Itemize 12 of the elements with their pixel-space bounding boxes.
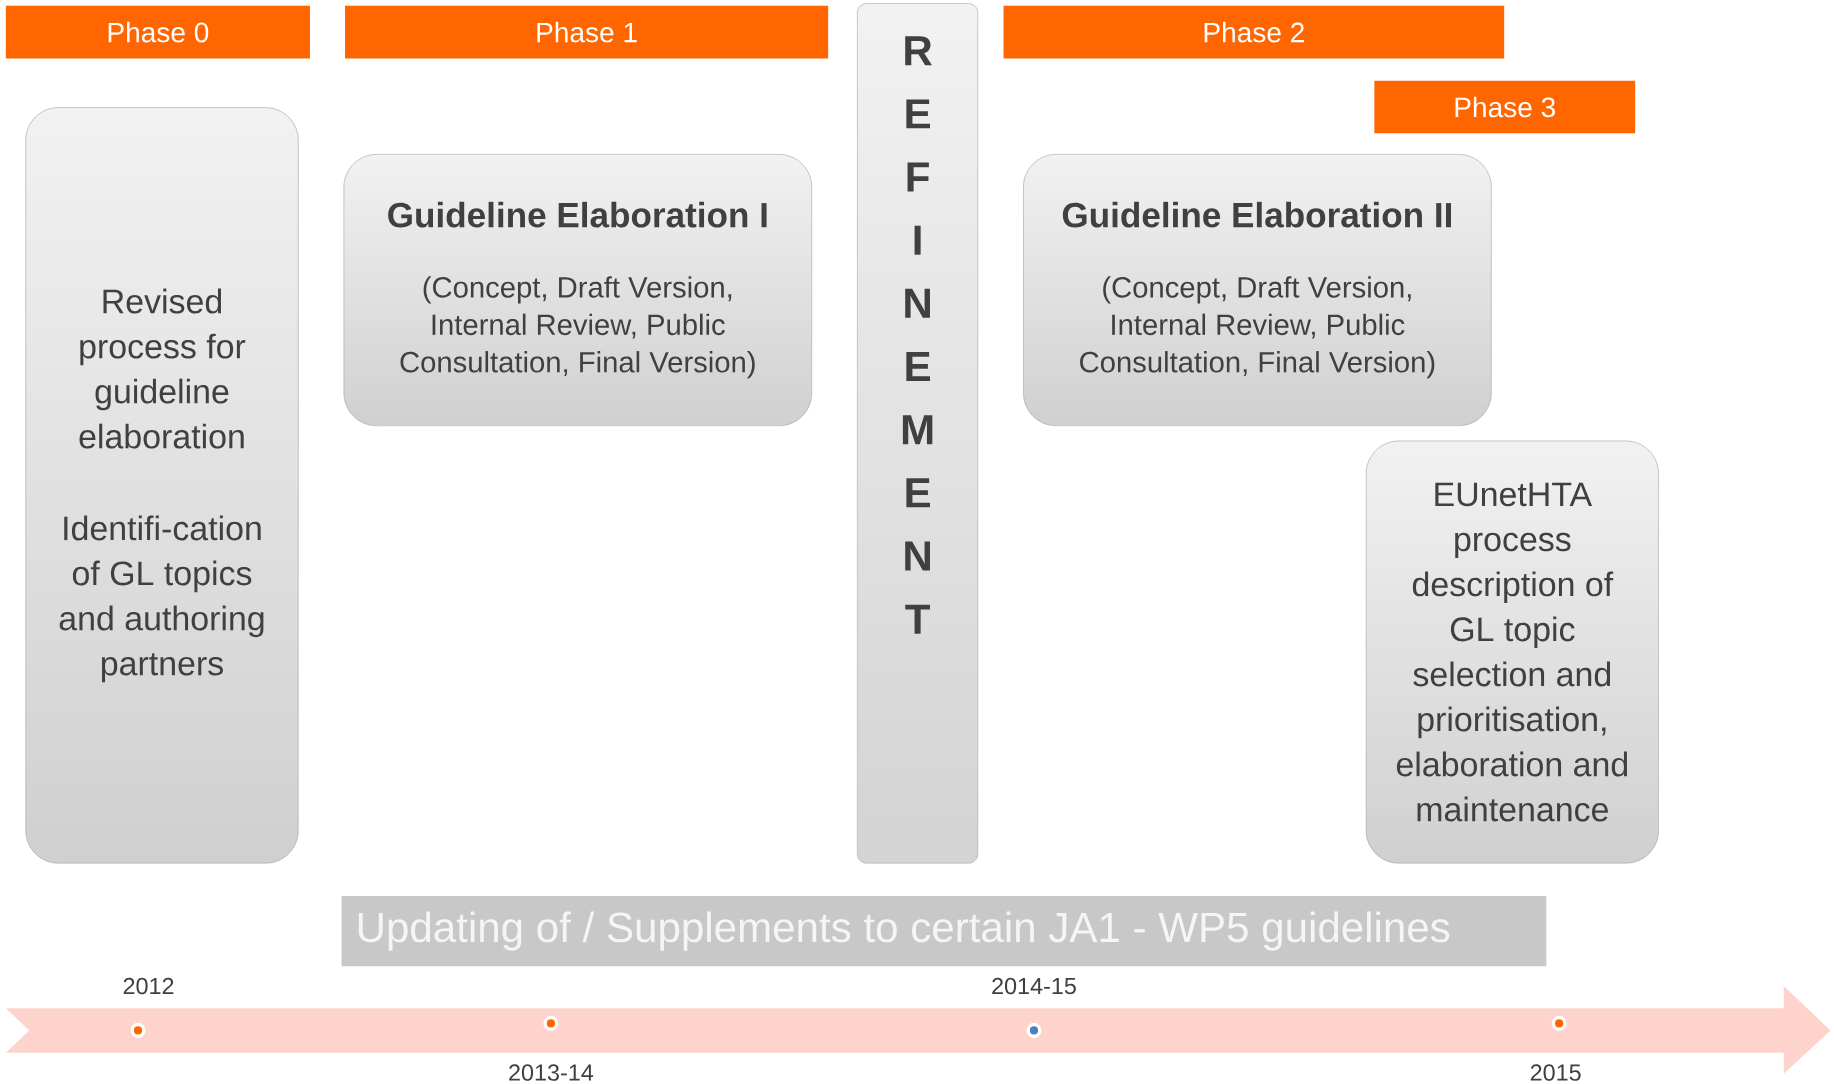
phase-banner: Phase 3 [1374,80,1636,134]
phase-banner: Phase 1 [345,5,829,59]
year-label: 2013-14 [509,1064,594,1081]
process-box: Guideline Elaboration I (Concept, Draft Version, Internal Review, Public Consultation, Final Version) [343,154,812,426]
year-label: 2015 [1530,1064,1581,1081]
phase-banner: Phase 0 [5,5,310,59]
process-box: Guideline Elaboration II (Concept, Draft Version, Internal Review, Public Consultation, Final Version) [1023,154,1492,426]
year-label: 2012 [123,977,174,995]
process-box: EUnetHTA process description of GL topic selection and prioritisation, elaboration and maintenance [1365,440,1659,864]
phase-banner: Phase 2 [1003,5,1505,59]
process-box: Revised process for guideline elaboration Identifi-cation of GL topics and authoring partners [25,107,299,864]
refinement-bar: REFINEMENT [857,3,979,864]
